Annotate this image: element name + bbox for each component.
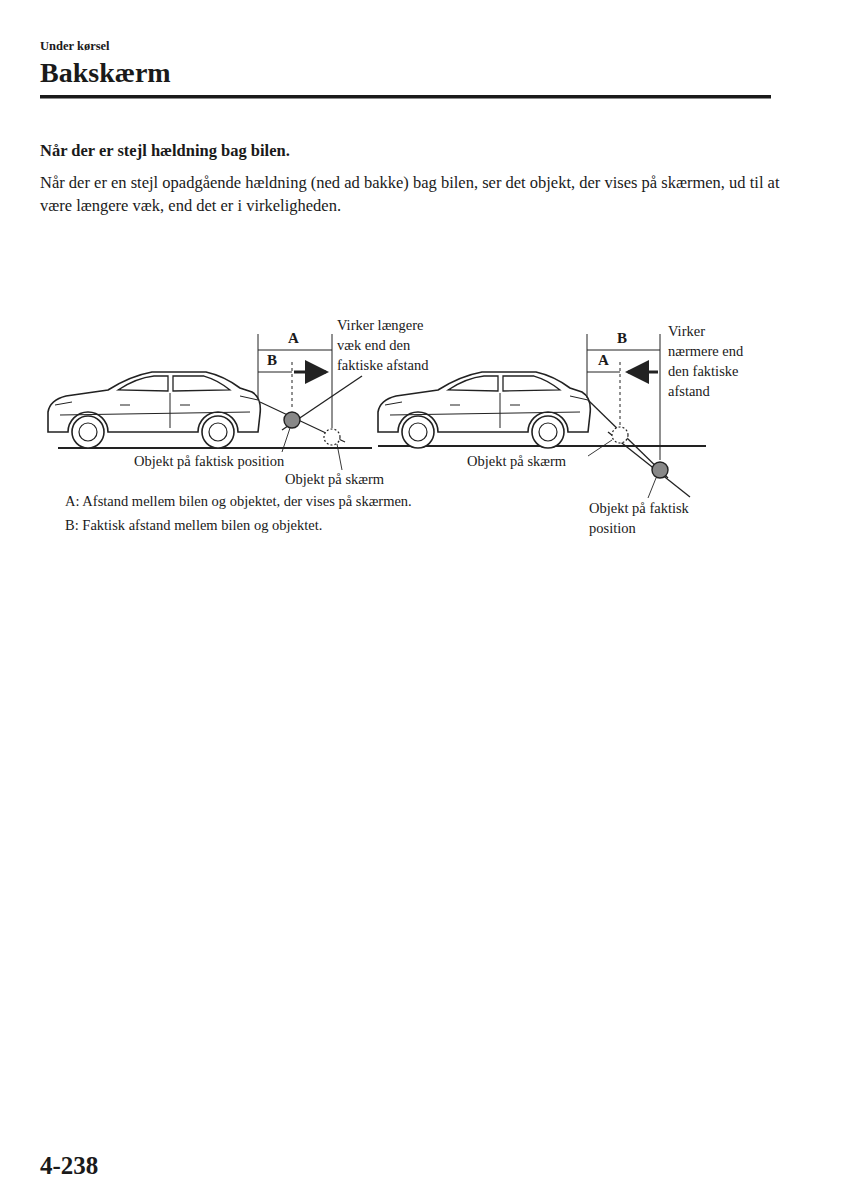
dimension-letter: A — [597, 351, 610, 371]
legend-text: A: Afstand mellem bilen og objektet, der… — [65, 492, 412, 511]
subheading: Når der er stejl hældning bag bilen. — [40, 140, 290, 161]
callout-text: Objekt på faktisk position — [588, 498, 718, 538]
legend-text: B: Faktisk afstand mellem bilen og objek… — [65, 516, 322, 535]
body-text: Når der er en stejl opadgående hældning … — [40, 171, 785, 217]
callout-text: Virker nærmere end den faktiske afstand — [668, 321, 754, 401]
page-number: 4-238 — [40, 1150, 98, 1183]
callout-text: Objekt på skærm — [466, 452, 567, 471]
dimension-letter: B — [266, 351, 278, 371]
dimension-letter: B — [616, 329, 628, 349]
callout-text: Objekt på skærm — [284, 470, 385, 489]
callout-text: Virker længere væk end den faktiske afst… — [337, 315, 441, 375]
left-figure — [48, 334, 372, 470]
callout-text: Objekt på faktisk position — [133, 452, 285, 471]
page-title: Bakskærm — [40, 55, 171, 91]
section-label: Under kørsel — [40, 38, 110, 54]
dimension-letter: A — [287, 329, 300, 349]
header-rule — [40, 95, 771, 99]
